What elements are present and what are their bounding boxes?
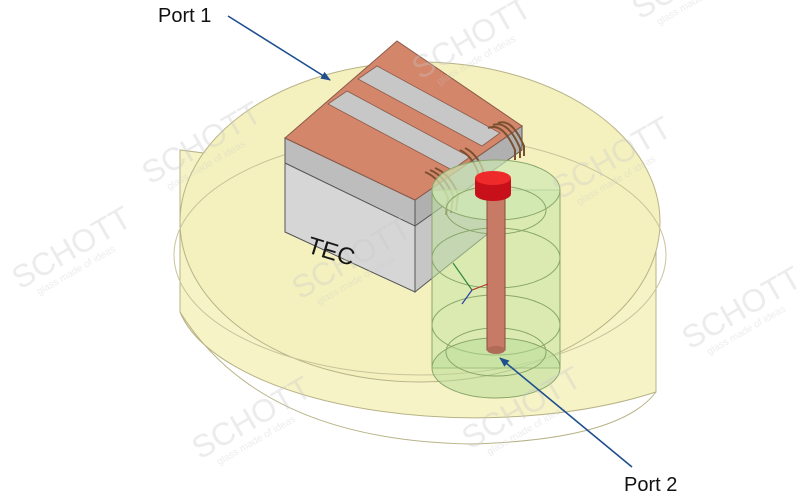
- pin-cap: [475, 171, 511, 201]
- svg-text:SCHOTT: SCHOTT: [6, 199, 138, 296]
- tec-strip: [357, 65, 501, 147]
- svg-text:SCHOTT: SCHOTT: [186, 369, 318, 466]
- cylinder-feedthrough: [431, 159, 561, 399]
- pin: [486, 189, 506, 351]
- axis-marker: [452, 262, 489, 305]
- port2-label: Port 2: [624, 474, 678, 496]
- port1-label: Port 1: [158, 5, 212, 27]
- port1-arrow: [227, 15, 331, 81]
- port2-arrow: [499, 357, 633, 468]
